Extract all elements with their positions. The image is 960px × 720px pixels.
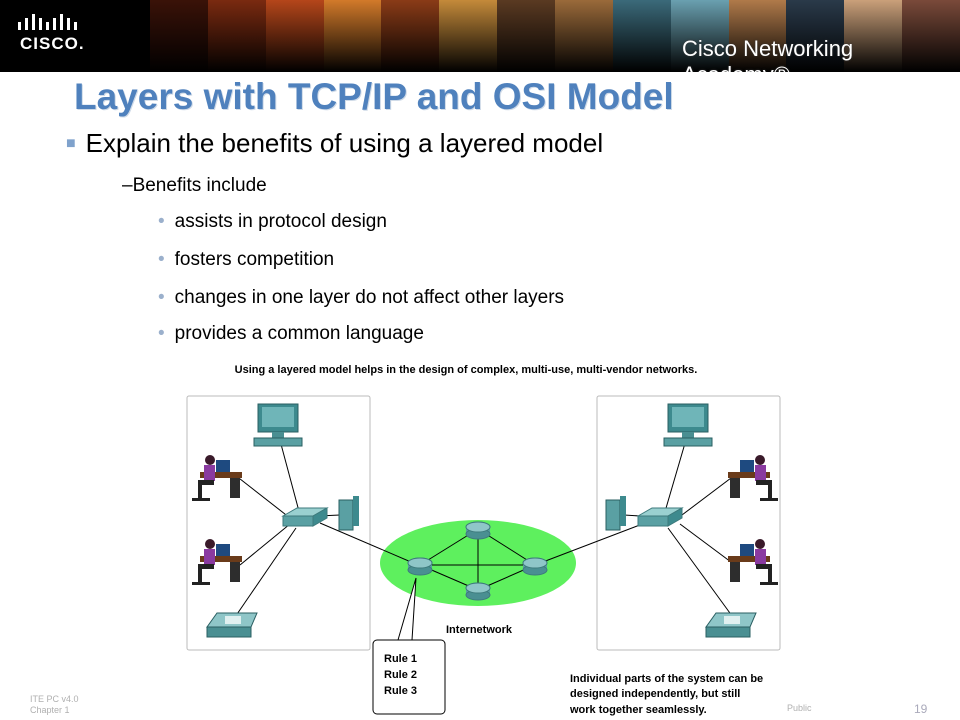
header-banner: CISCO. Cisco Networking Academy® (0, 0, 960, 72)
bullet-level1-text: Explain the benefits of using a layered … (85, 128, 604, 158)
bullet-level1: ■ Explain the benefits of using a layered… (66, 128, 603, 159)
banner-photo-strip (207, 0, 267, 72)
desktop-pc-icon (663, 403, 713, 447)
right-lan-panel (596, 395, 781, 651)
figure-caption: Using a layered model helps in the desig… (235, 364, 698, 376)
server-icon (338, 495, 360, 531)
square-bullet-icon: ■ (66, 135, 76, 152)
note-line-3: work together seamlessly. (569, 704, 707, 716)
dot-bullet-icon: • (158, 211, 165, 232)
banner-photo-strip (150, 0, 209, 72)
banner-photo-strip (902, 0, 960, 72)
banner-photo-strip (844, 0, 904, 72)
rule-1: Rule 1 (384, 653, 417, 665)
footer-classification: Public (787, 703, 812, 713)
banner-photo-strip (381, 0, 441, 72)
bullet-text: provides a common language (174, 323, 424, 344)
bullet-level3: • changes in one layer do not affect othe… (158, 287, 564, 309)
router-icon (465, 582, 491, 601)
dot-bullet-icon: • (158, 249, 165, 270)
server-icon (605, 495, 627, 531)
bullet-text: changes in one layer do not affect other… (174, 287, 565, 308)
footer-chapter: Chapter 1 (30, 705, 70, 715)
bullet-text: assists in protocol design (174, 211, 387, 232)
slide-title: Layers with TCP/IP and OSI Model (74, 76, 674, 117)
banner-photo-strip (439, 0, 499, 72)
note-line-2: designed independently, but still (570, 688, 740, 700)
banner-photo-strip (323, 0, 383, 72)
dot-bullet-icon: • (158, 323, 165, 344)
banner-photo-strip (612, 0, 672, 72)
router-icon (465, 521, 491, 540)
academy-label: Cisco Networking Academy® (682, 36, 854, 72)
bullet-level3: • assists in protocol design (158, 211, 387, 233)
note-line-1: Individual parts of the system can be (570, 673, 763, 685)
footer-course: ITE PC v4.0 (30, 694, 79, 704)
page-number: 19 (914, 702, 928, 716)
banner-photo-strip (670, 0, 730, 72)
banner-photo-strip (728, 0, 788, 72)
dot-bullet-icon: • (158, 287, 165, 308)
footer-left: ITE PC v4.0 Chapter 1 (30, 694, 79, 716)
banner-photo-strip (265, 0, 325, 72)
bullet-level3: • fosters competition (158, 249, 334, 271)
bullet-level2: –Benefits include (122, 175, 267, 196)
router-icon (522, 557, 548, 576)
banner-photo-strip (555, 0, 614, 72)
ip-phone-icon (206, 612, 258, 638)
router-icon (407, 557, 433, 576)
rule-2: Rule 2 (384, 669, 417, 681)
bullet-text: fosters competition (174, 249, 335, 270)
ip-phone-icon (705, 612, 757, 638)
rule-3: Rule 3 (384, 685, 417, 697)
cisco-logo-icon (18, 14, 77, 30)
left-lan-panel (186, 395, 371, 651)
banner-photo-strip (497, 0, 556, 72)
cisco-logo-text: CISCO. (20, 34, 85, 53)
desktop-pc-icon (253, 403, 303, 447)
banner-photo-strip (786, 0, 846, 72)
internetwork-label: Internetwork (446, 624, 513, 636)
rule-callout-box (372, 639, 446, 715)
bullet-level3: • provides a common language (158, 323, 424, 345)
